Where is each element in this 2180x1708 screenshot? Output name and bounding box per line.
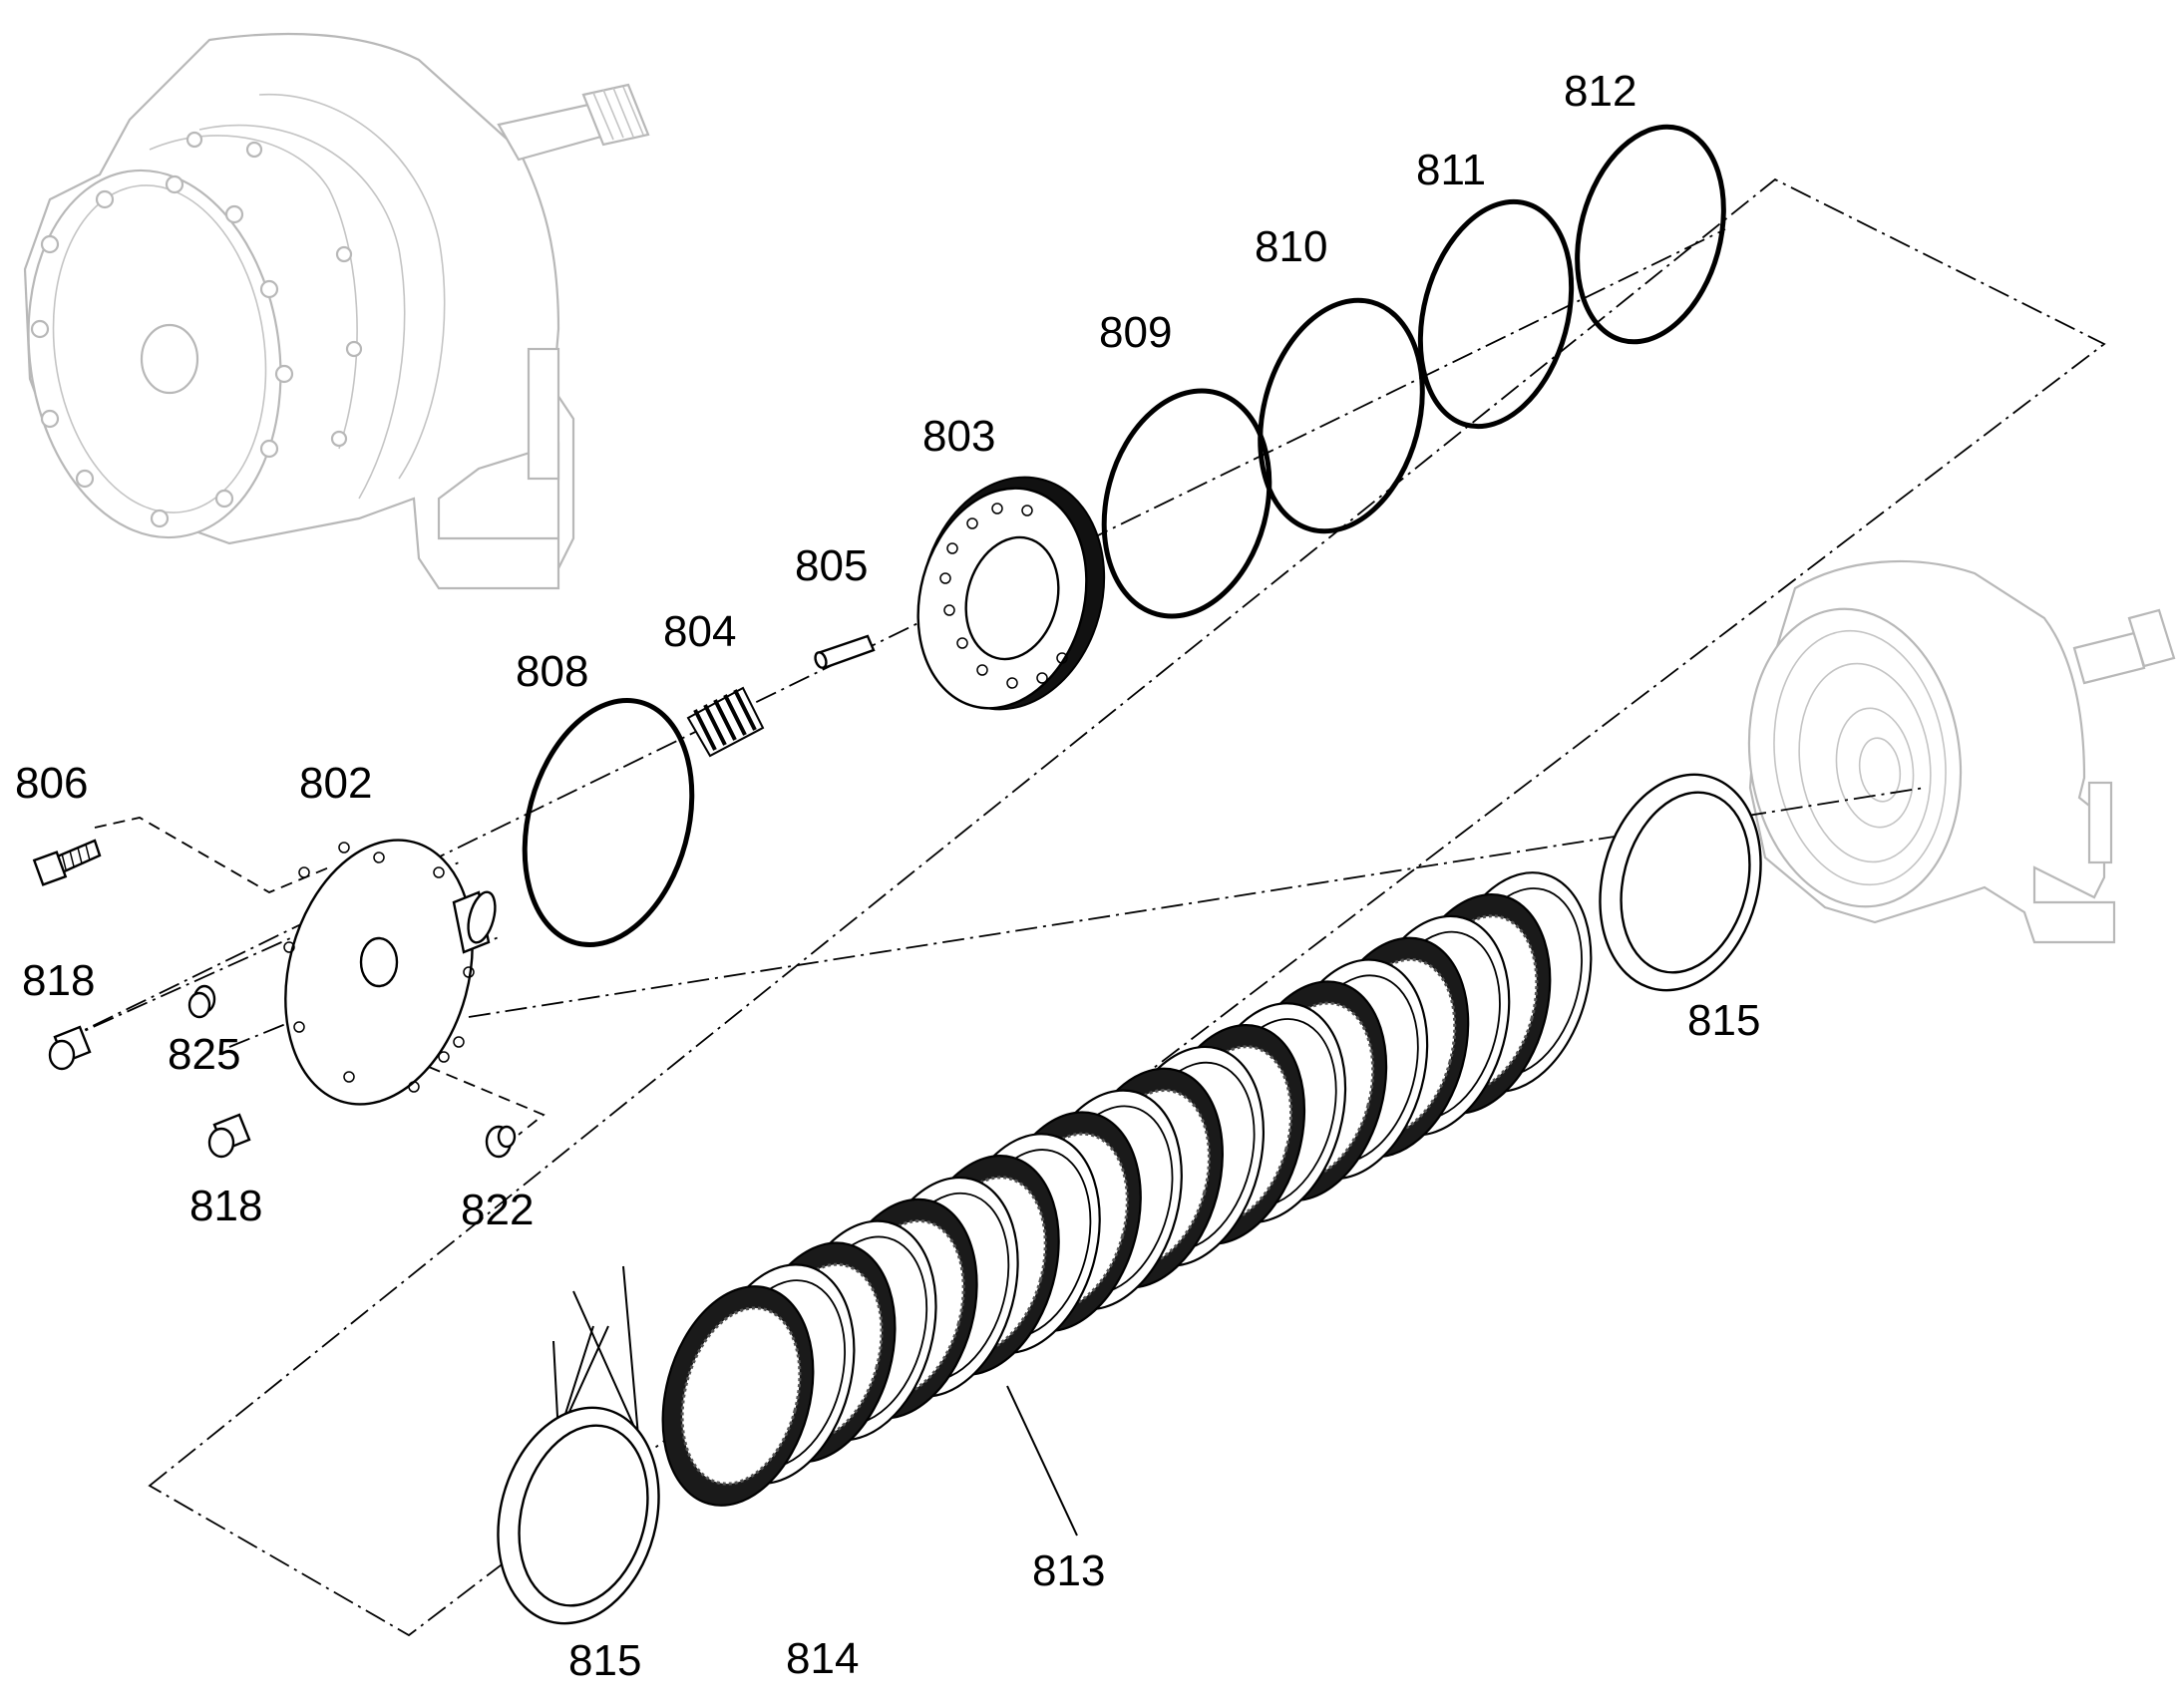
label-812: 812 <box>1564 67 1636 116</box>
label-814: 814 <box>786 1634 859 1683</box>
label-818-lower: 818 <box>189 1182 262 1230</box>
leader-lines <box>94 817 1078 1537</box>
label-809: 809 <box>1099 308 1172 357</box>
o-ring-810 <box>1258 297 1425 534</box>
label-825: 825 <box>168 1030 240 1079</box>
piston-803 <box>916 476 1106 711</box>
plug-818-lower <box>207 1113 251 1159</box>
cover-plate-802 <box>283 839 497 1106</box>
thrust-ring-815-left <box>497 1406 660 1625</box>
label-815-right: 815 <box>1687 996 1760 1045</box>
label-815-left: 815 <box>568 1636 641 1685</box>
thrust-ring-815-right <box>1599 773 1762 992</box>
bolt-806 <box>32 839 102 886</box>
plate-inner-edge <box>680 1306 802 1486</box>
spring-804 <box>686 686 765 758</box>
label-813: 813 <box>1032 1546 1105 1595</box>
callout-labels: 812 811 810 809 803 805 804 808 806 802 … <box>15 67 1760 1685</box>
o-ring-811 <box>1417 198 1575 430</box>
label-806: 806 <box>15 759 88 808</box>
label-808: 808 <box>516 647 588 696</box>
label-811: 811 <box>1416 146 1486 194</box>
label-822: 822 <box>461 1186 534 1234</box>
plug-818-upper <box>48 1025 92 1071</box>
o-ring-808 <box>522 697 695 948</box>
label-810: 810 <box>1255 222 1327 271</box>
transmission-housing-icon <box>23 32 650 590</box>
clutch-housing-icon <box>1747 559 2176 944</box>
o-ring-809 <box>1101 388 1272 619</box>
label-804: 804 <box>663 607 736 656</box>
o-ring-812 <box>1575 124 1726 345</box>
label-818-upper: 818 <box>22 956 95 1005</box>
clutch-plate-stack <box>661 871 1593 1507</box>
label-805: 805 <box>795 541 868 590</box>
pin-805 <box>814 634 876 670</box>
plug-822 <box>485 1125 517 1159</box>
label-803: 803 <box>922 412 995 461</box>
plug-825 <box>187 984 216 1019</box>
label-802: 802 <box>299 759 372 808</box>
